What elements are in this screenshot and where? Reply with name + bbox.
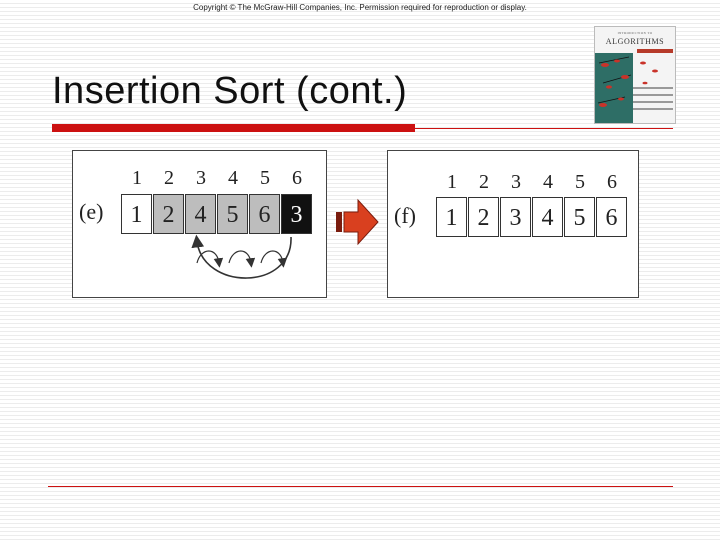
array-cell: 5 — [564, 197, 595, 237]
index-label: 1 — [447, 171, 457, 193]
index-label: 2 — [479, 171, 489, 193]
right-arrow-icon — [336, 198, 379, 246]
array-cell-key: 3 — [281, 194, 312, 234]
array-cell: 2 — [468, 197, 499, 237]
index-label: 2 — [164, 167, 174, 189]
title-underline-bar — [52, 124, 415, 132]
mobile-sculpture-art — [595, 53, 658, 123]
array-cell: 3 — [500, 197, 531, 237]
title-underline-thin — [415, 128, 673, 129]
array-cell: 4 — [185, 194, 216, 234]
copyright-notice: Copyright © The McGraw-Hill Companies, I… — [193, 3, 527, 12]
panel-label: (f) — [394, 203, 416, 228]
book-title: ALGORITHMS — [605, 37, 665, 46]
index-label: 6 — [607, 171, 617, 193]
array-cell: 5 — [217, 194, 248, 234]
panel-f: 1 2 3 4 5 6 (f) 1 2 3 4 5 6 — [387, 150, 639, 298]
book-band — [637, 49, 673, 53]
slide-title: Insertion Sort (cont.) — [52, 70, 408, 112]
index-label: 3 — [511, 171, 521, 193]
book-cover-image: INTRODUCTION TO ALGORITHMS — [594, 26, 676, 124]
book-authors — [633, 87, 673, 115]
panel-e: 1 2 3 4 5 6 (e) 1 2 4 5 6 3 — [72, 150, 327, 298]
array-cell: 1 — [121, 194, 152, 234]
array-cell: 2 — [153, 194, 184, 234]
array-cell: 1 — [436, 197, 467, 237]
book-subtitle: INTRODUCTION TO — [617, 31, 653, 35]
index-label: 3 — [196, 167, 206, 189]
index-label: 6 — [292, 167, 302, 189]
index-label: 4 — [543, 171, 553, 193]
index-label: 1 — [132, 167, 142, 189]
footer-divider — [48, 486, 673, 487]
index-label: 4 — [228, 167, 238, 189]
index-label: 5 — [260, 167, 270, 189]
array-cell: 6 — [596, 197, 627, 237]
index-label: 5 — [575, 171, 585, 193]
shift-arrows — [191, 234, 292, 279]
panel-label: (e) — [79, 199, 104, 224]
array-cell: 6 — [249, 194, 280, 234]
array-cell: 4 — [532, 197, 563, 237]
